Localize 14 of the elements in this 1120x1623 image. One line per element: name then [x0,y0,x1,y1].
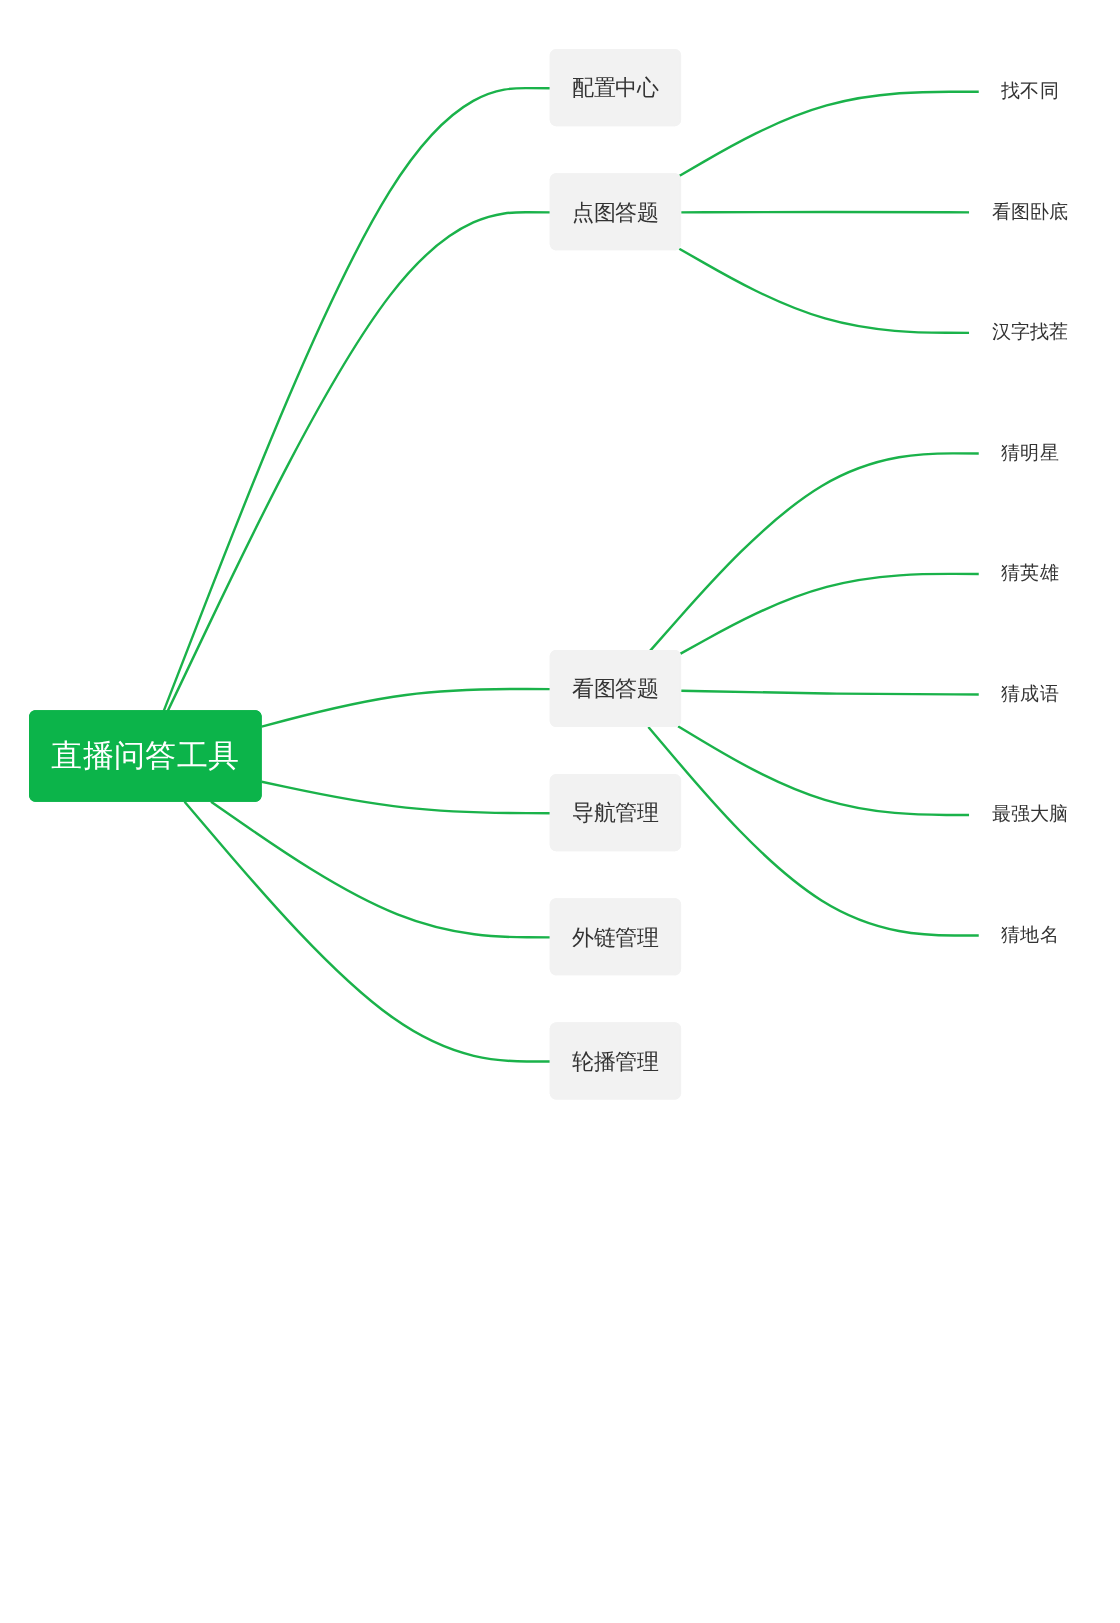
node-text: 猜成语 [1001,681,1060,705]
connector [183,801,551,1063]
node-text: 猜地名 [1001,922,1060,946]
node-text: 最强大脑 [991,802,1069,826]
node-text: 猜英雄 [1001,561,1060,585]
connector [166,211,551,712]
connector [162,86,551,712]
node-text: 找不同 [1001,79,1060,103]
node-text: 看图卧底 [991,199,1069,223]
node-text: 汉字找茬 [991,320,1069,344]
node-text: 猜明星 [1001,440,1060,464]
connector [210,800,551,939]
connector [261,687,551,728]
connector [261,780,551,815]
